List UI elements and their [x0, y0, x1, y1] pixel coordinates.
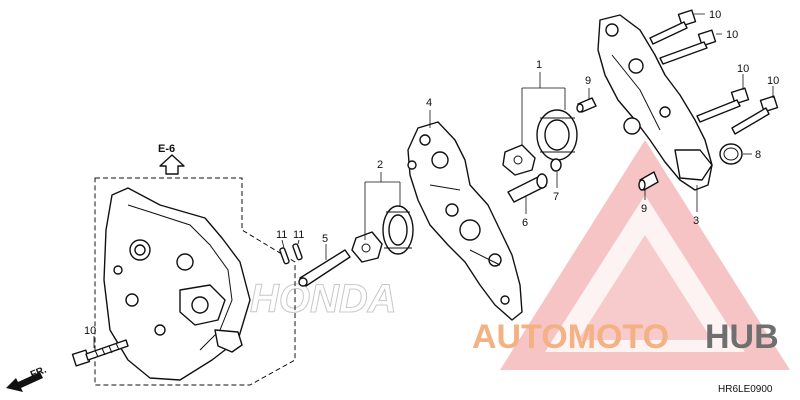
- watermark-hub-text: HUB: [705, 318, 779, 356]
- callout-6: 6: [522, 217, 528, 229]
- callout-10-right-2: 10: [767, 75, 779, 87]
- leader-lines: [93, 13, 774, 348]
- callout-5: 5: [322, 233, 328, 245]
- callout-10-right-1: 10: [737, 63, 749, 75]
- dowel-pin-9-lower: [638, 171, 659, 191]
- pump-shaft-6: [507, 173, 548, 203]
- flange-bolt-right-1: [696, 87, 750, 123]
- automotohub-logo-triangle: [500, 140, 790, 370]
- oil-pump-rotor-1: [502, 109, 578, 176]
- callout-8: 8: [755, 149, 761, 161]
- up-arrow-icon: [159, 154, 185, 175]
- front-arrow-icon: [6, 372, 43, 392]
- dowel-pin-11: [279, 243, 303, 265]
- callout-11-right: 11: [293, 229, 304, 241]
- o-ring-7: [550, 158, 562, 172]
- callout-10-lower-left: 10: [84, 325, 96, 337]
- watermark-auto-text: AUTOMOTO: [472, 318, 669, 356]
- crankcase-cover: [103, 187, 251, 381]
- dowel-pin-9-upper: [576, 97, 597, 113]
- flange-bolt-lower-left: [71, 339, 129, 367]
- callout-1: 1: [536, 59, 542, 71]
- callout-3: 3: [693, 215, 699, 227]
- reference-label: E-6: [158, 143, 175, 155]
- callout-2: 2: [377, 159, 383, 171]
- flange-bolt-right-2: [731, 95, 779, 135]
- honda-watermark-text: HONDA: [250, 277, 397, 321]
- callout-10-second: 10: [726, 29, 738, 41]
- pump-body-plate-4: [407, 121, 523, 321]
- pump-cover-3: [597, 14, 713, 191]
- callout-11-left: 11: [276, 229, 287, 241]
- diagram-code: HR6LE0900: [718, 384, 773, 395]
- callout-10-top: 10: [709, 9, 721, 21]
- honda-watermark: HONDA: [250, 277, 398, 322]
- callout-7: 7: [553, 191, 559, 203]
- o-ring-8: [719, 143, 743, 165]
- callout-9-upper: 9: [585, 75, 591, 87]
- flange-bolt-upper-1: [649, 9, 697, 45]
- crankcase-outline-box: [94, 177, 296, 386]
- flange-bolt-upper-2: [659, 29, 717, 65]
- oil-pump-rotor-2: [351, 205, 414, 263]
- reference-e6: E-6: [158, 143, 185, 175]
- front-label: FR.: [29, 364, 48, 380]
- callout-4: 4: [426, 97, 432, 109]
- callout-9-lower: 9: [641, 203, 647, 215]
- front-direction-indicator: FR.: [6, 364, 48, 392]
- pump-shaft-5: [298, 249, 351, 287]
- automotohub-watermark: AUTOMOTO HUB: [472, 318, 779, 356]
